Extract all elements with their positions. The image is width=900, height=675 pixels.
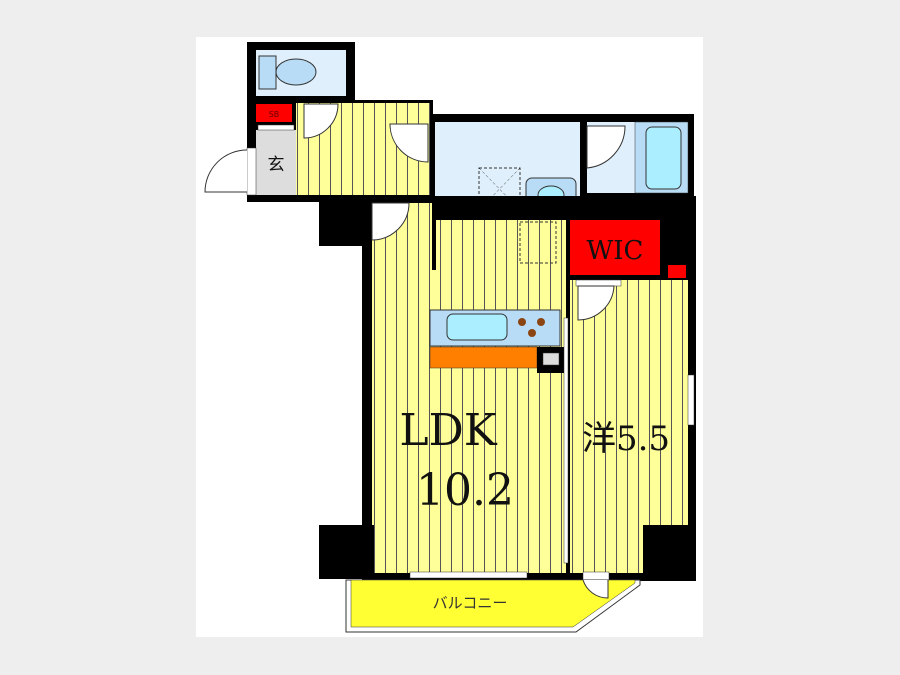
stove-burner-icon: [528, 329, 536, 337]
bathtub-basin-icon: [645, 126, 682, 190]
balcony-label: バルコニー: [433, 594, 508, 612]
side-window: [687, 374, 695, 426]
storage-small: [668, 265, 686, 278]
stove-burner-icon: [518, 318, 526, 326]
front-door-swing: [204, 149, 248, 193]
washer-pan: [478, 167, 521, 211]
shoe-box: [256, 104, 292, 122]
ldk-name: LDK: [399, 405, 497, 456]
shoe-box-label: SB: [269, 110, 280, 119]
ldk-floor-left: [372, 203, 432, 573]
fridge-space: [519, 221, 557, 264]
toilet-door[interactable]: [303, 103, 339, 139]
wic-storage: [570, 220, 660, 275]
balcony-door-western[interactable]: [582, 571, 610, 581]
pillar: [319, 195, 369, 246]
pillar: [319, 525, 374, 579]
sink-icon: [446, 313, 508, 341]
pillar: [643, 525, 695, 579]
ldk-floor-mid: [428, 270, 438, 573]
stove-burner-icon: [537, 318, 545, 326]
shoe-box-door[interactable]: [257, 124, 295, 131]
toilet-bowl-icon: [275, 58, 317, 86]
kitchen-cabinet: [429, 346, 538, 369]
balcony-door-swing: [582, 579, 609, 599]
toilet-tank-icon: [258, 55, 277, 90]
wic-label: WIC: [587, 236, 644, 266]
western-room-label: 洋5.5: [582, 419, 670, 459]
entrance-label: 玄: [268, 155, 285, 175]
ldk-floor: [436, 220, 566, 573]
duct-icon: [542, 352, 560, 366]
entrance-floor: [256, 130, 296, 195]
front-door[interactable]: [246, 147, 257, 196]
western-room-door[interactable]: [577, 285, 615, 321]
bathroom-door[interactable]: [586, 125, 626, 169]
ldk-door[interactable]: [371, 202, 410, 241]
sliding-partition[interactable]: [563, 317, 569, 564]
ldk-size: 10.2: [416, 465, 514, 516]
western-room-door-frame: [575, 279, 622, 287]
balcony-window-ldk[interactable]: [409, 571, 528, 579]
washroom-door[interactable]: [389, 123, 429, 163]
western-room-floor: [570, 280, 688, 573]
